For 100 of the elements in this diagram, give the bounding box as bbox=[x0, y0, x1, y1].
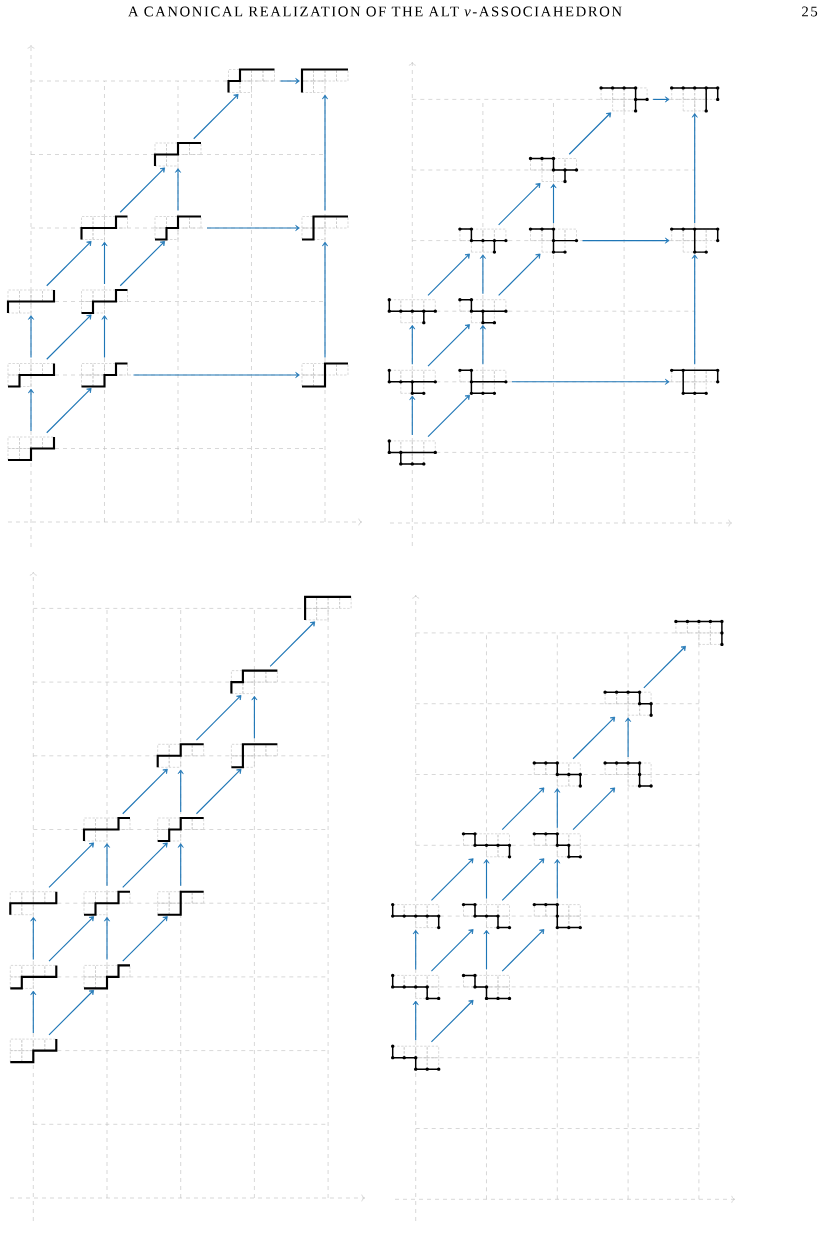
tree-drawing bbox=[458, 227, 508, 254]
lattice-path-drawing bbox=[230, 669, 278, 694]
arrow bbox=[193, 94, 239, 140]
arrow bbox=[122, 768, 168, 815]
arrow bbox=[119, 241, 165, 287]
arrow bbox=[652, 96, 670, 103]
arrow bbox=[691, 113, 698, 224]
arrow bbox=[625, 717, 632, 758]
arrow bbox=[30, 990, 37, 1034]
tree-drawing bbox=[461, 973, 512, 1001]
arrow bbox=[28, 388, 34, 432]
lattice-path-drawing bbox=[154, 215, 202, 241]
lattice-path-drawing bbox=[227, 68, 275, 93]
arrow bbox=[581, 237, 670, 244]
arrow bbox=[48, 916, 94, 962]
tree-drawing bbox=[532, 902, 582, 930]
lattice-path-drawing bbox=[231, 743, 278, 769]
lattice-path-drawing bbox=[7, 436, 56, 462]
tree-drawing bbox=[599, 86, 649, 113]
arrow bbox=[479, 254, 486, 295]
arrow bbox=[101, 241, 108, 285]
arrow bbox=[46, 241, 92, 287]
arrow bbox=[430, 999, 474, 1043]
arrow bbox=[251, 695, 258, 739]
arrow bbox=[412, 929, 419, 970]
arrow bbox=[554, 788, 561, 829]
arrow bbox=[206, 225, 300, 231]
lattice-path-drawing bbox=[80, 215, 128, 240]
arrow bbox=[572, 716, 616, 760]
arrow bbox=[101, 315, 108, 359]
tree-drawing bbox=[387, 298, 437, 325]
arrow bbox=[132, 372, 300, 378]
arrow bbox=[409, 324, 416, 365]
arrow bbox=[46, 388, 92, 434]
arrow bbox=[119, 167, 165, 213]
lattice-path-drawing bbox=[9, 1038, 58, 1064]
lattice-path-drawing bbox=[7, 363, 56, 388]
lattice-path-drawing bbox=[9, 891, 58, 916]
tree-drawing bbox=[461, 902, 512, 930]
tree-drawing bbox=[461, 832, 512, 859]
arrow bbox=[643, 645, 686, 689]
arrow bbox=[498, 253, 541, 297]
lattice-path-drawing bbox=[153, 141, 202, 167]
arrow bbox=[175, 168, 181, 212]
lattice-path-drawing bbox=[157, 890, 205, 916]
tree-drawing bbox=[674, 619, 724, 647]
tree-drawing bbox=[670, 227, 720, 254]
arrow bbox=[177, 843, 184, 887]
tree-drawing bbox=[603, 690, 653, 717]
lattice-path-drawing bbox=[300, 68, 349, 93]
arrow bbox=[48, 989, 94, 1036]
tree-drawing bbox=[670, 368, 720, 395]
arrow bbox=[501, 787, 545, 831]
arrow bbox=[195, 768, 242, 815]
arrow bbox=[501, 929, 545, 972]
arrow bbox=[28, 315, 34, 359]
lattice-path-drawing bbox=[81, 288, 128, 315]
arrow bbox=[122, 916, 168, 962]
arrow bbox=[269, 621, 316, 667]
arrow bbox=[498, 183, 541, 226]
arrow bbox=[322, 94, 328, 212]
tree-drawing bbox=[670, 86, 720, 113]
tree-drawing bbox=[391, 973, 441, 1001]
tree-drawing bbox=[387, 368, 437, 395]
tree-drawing bbox=[532, 761, 582, 788]
arrow bbox=[430, 929, 474, 972]
arrow bbox=[195, 695, 242, 741]
arrow bbox=[511, 378, 670, 385]
arrow bbox=[483, 929, 490, 970]
tree-drawing bbox=[528, 227, 579, 254]
arrow bbox=[279, 78, 300, 84]
arrow bbox=[322, 241, 328, 359]
arrow bbox=[483, 859, 490, 900]
tree-drawing bbox=[387, 439, 437, 466]
arrow bbox=[48, 842, 94, 889]
arrow bbox=[177, 769, 184, 813]
arrow bbox=[479, 324, 486, 365]
lattice-path-drawing bbox=[9, 965, 58, 990]
arrow bbox=[427, 324, 470, 367]
arrow bbox=[427, 253, 470, 297]
tree-drawing bbox=[391, 902, 441, 930]
arrow bbox=[122, 842, 168, 889]
lattice-path-drawing bbox=[301, 215, 349, 241]
arrow bbox=[412, 1000, 419, 1041]
arrow bbox=[409, 395, 416, 436]
arrow bbox=[568, 112, 612, 155]
lattice-path-drawing bbox=[83, 890, 131, 916]
tree-drawing bbox=[391, 1044, 441, 1071]
arrow bbox=[430, 858, 474, 901]
lattice-path-drawing bbox=[156, 743, 205, 768]
arrow bbox=[501, 858, 545, 901]
arrow bbox=[550, 183, 557, 224]
arrow bbox=[104, 916, 110, 960]
tree-drawing bbox=[532, 832, 582, 859]
tree-drawing bbox=[528, 156, 579, 184]
arrow bbox=[572, 787, 616, 831]
lattice-path-drawing bbox=[304, 595, 352, 621]
lattice-path-drawing bbox=[82, 816, 131, 842]
arrow bbox=[30, 916, 37, 960]
lattice-path-drawing bbox=[6, 289, 56, 314]
